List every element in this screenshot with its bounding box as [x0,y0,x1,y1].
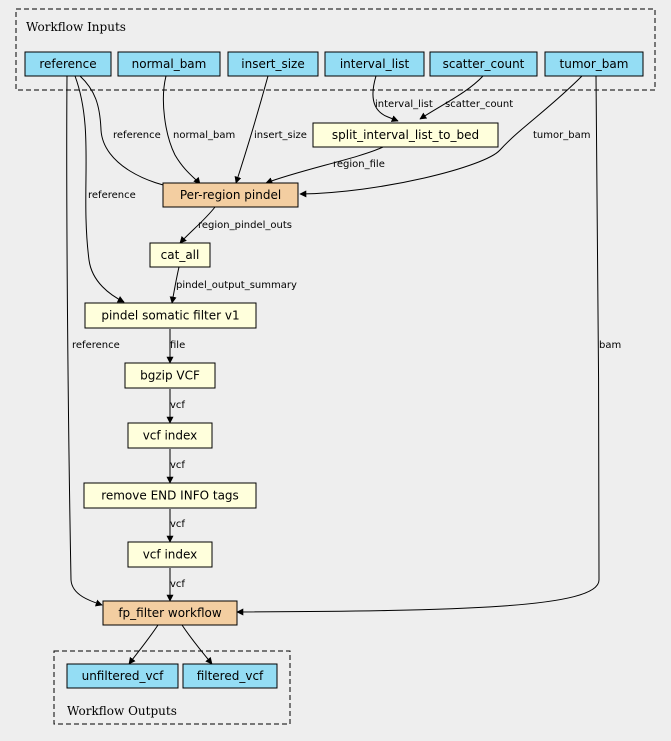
edge-tumor-bam: tumor_bam [299,75,590,198]
output-filtered-vcf-label: filtered_vcf [197,669,264,683]
edge-label-file: file [170,340,185,351]
edge-label-vcf-3: vcf [170,519,185,530]
workflow-outputs-label: Workflow Outputs [67,704,177,718]
subworkflow-per-region-pindel[interactable]: Per-region pindel [162,182,299,208]
edge-bam: bam [236,75,621,616]
output-filtered-vcf[interactable]: filtered_vcf [182,663,278,689]
edge-label-reference-per-region: reference [113,130,161,141]
input-reference[interactable]: reference [24,51,112,77]
edge-label-region-pindel-outs: region_pindel_outs [198,220,292,231]
step-remove-end-info-tags-label: remove END INFO tags [101,489,239,503]
edge-vcf-1: vcf [166,389,185,424]
output-unfiltered-vcf-label: unfiltered_vcf [82,669,165,683]
step-vcf-index-1-label: vcf index [143,429,198,443]
input-interval-list-label: interval_list [340,57,410,71]
edge-vcf-4: vcf [166,568,185,602]
edge-reference-somatic-filter: reference [74,75,136,303]
input-scatter-count-label: scatter_count [443,57,525,71]
workflow-inputs-cluster: Workflow Inputs [15,8,656,91]
step-bgzip-vcf[interactable]: bgzip VCF [124,362,216,389]
edge-normal-bam: normal_bam [162,75,235,185]
input-insert-size-label: insert_size [241,57,304,71]
step-cat-all-label: cat_all [161,248,200,262]
edge-unfiltered-vcf [128,624,159,665]
edge-label-reference-fp-filter: reference [72,340,120,351]
edge-label-vcf-4: vcf [170,579,185,590]
workflow-inputs-label: Workflow Inputs [26,20,126,34]
input-tumor-bam-label: tumor_bam [560,57,629,71]
edge-reference-per-region: reference [79,75,181,191]
step-remove-end-info-tags[interactable]: remove END INFO tags [83,482,257,509]
edge-interval-list: interval_list [372,75,433,122]
step-split-interval-list-to-bed[interactable]: split_interval_list_to_bed [312,122,499,148]
input-normal-bam-label: normal_bam [132,57,207,71]
edge-label-reference-somatic-filter: reference [88,190,136,201]
step-cat-all[interactable]: cat_all [149,242,211,268]
edge-label-scatter-count: scatter_count [445,99,513,110]
step-pindel-somatic-filter[interactable]: pindel somatic filter v1 [84,302,257,329]
edge-pindel-output-summary: pindel_output_summary [169,266,297,304]
input-normal-bam[interactable]: normal_bam [117,51,221,77]
input-reference-label: reference [39,57,96,71]
edge-label-tumor-bam: tumor_bam [533,130,590,141]
edge-region-file: region_file [265,146,385,185]
edge-label-interval-list: interval_list [375,99,433,110]
edge-filtered-vcf [181,624,213,665]
input-insert-size[interactable]: insert_size [227,51,319,77]
edge-reference-fp-filter: reference [66,75,120,607]
subworkflow-fp-filter[interactable]: fp_filter workflow [102,600,238,626]
input-tumor-bam[interactable]: tumor_bam [544,51,644,77]
step-vcf-index-2[interactable]: vcf index [127,541,213,568]
step-split-label: split_interval_list_to_bed [332,128,479,142]
step-vcf-index-1[interactable]: vcf index [127,422,213,449]
edge-vcf-2: vcf [166,449,185,484]
output-unfiltered-vcf[interactable]: unfiltered_vcf [66,663,179,689]
subworkflow-fp-filter-label: fp_filter workflow [118,606,222,620]
edge-label-insert-size: insert_size [254,130,307,141]
edge-label-vcf-2: vcf [170,460,185,471]
edge-label-bam: bam [599,340,621,351]
workflow-outputs-cluster: Workflow Outputs [53,650,291,725]
step-pindel-somatic-filter-label: pindel somatic filter v1 [101,309,239,323]
edge-file: file [166,329,185,364]
edge-label-region-file: region_file [333,159,385,170]
step-vcf-index-2-label: vcf index [143,548,198,562]
step-bgzip-vcf-label: bgzip VCF [140,369,200,383]
edge-label-vcf-1: vcf [170,400,185,411]
subworkflow-per-region-pindel-label: Per-region pindel [180,188,281,202]
input-scatter-count[interactable]: scatter_count [429,51,538,77]
edge-insert-size: insert_size [234,75,307,184]
edge-region-pindel-outs: region_pindel_outs [179,206,292,244]
edge-vcf-3: vcf [166,509,185,543]
input-interval-list[interactable]: interval_list [324,51,425,77]
edge-label-pindel-output-summary: pindel_output_summary [176,280,297,291]
edge-label-normal-bam: normal_bam [173,130,235,141]
edge-scatter-count: scatter_count [419,75,513,120]
